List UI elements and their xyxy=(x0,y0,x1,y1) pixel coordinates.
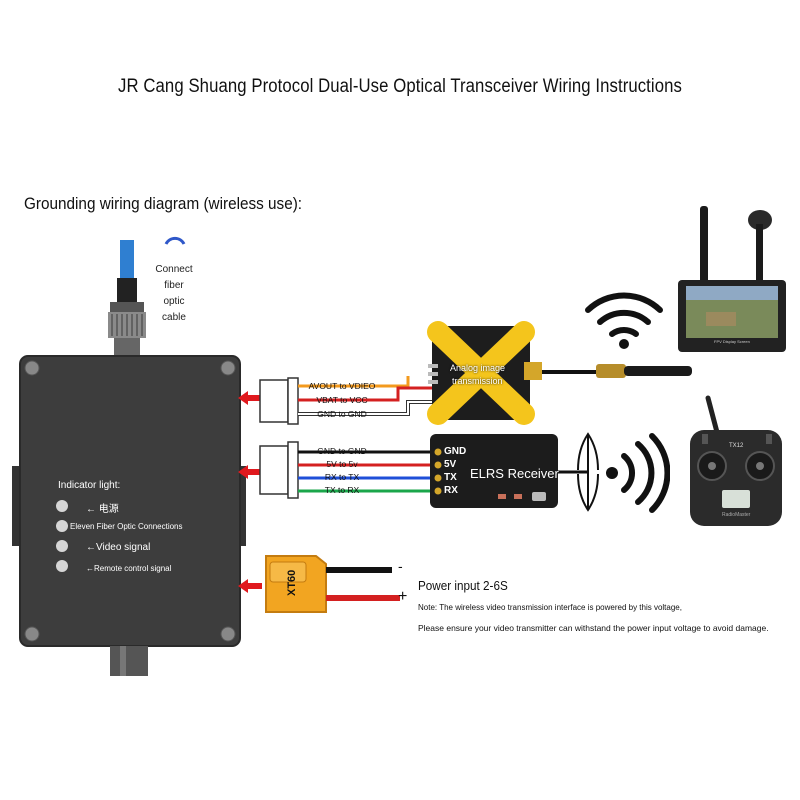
fiber-note-line-3: optic xyxy=(163,296,185,307)
fiber-note-line-1: Connect xyxy=(155,264,193,275)
power-label: Power input 2-6S xyxy=(418,578,508,593)
vtx-label-1: Analog image xyxy=(450,363,506,373)
video-connector-illustration xyxy=(259,376,436,425)
elrs-name: ELRS Receiver xyxy=(470,466,559,481)
arrow-left-control xyxy=(238,465,262,479)
indicator-led-video xyxy=(56,540,68,552)
rc-transmitter-illustration xyxy=(690,395,782,526)
housing-body xyxy=(19,355,241,647)
power-note-2: Please ensure your video transmitter can… xyxy=(418,623,769,633)
elrs-pin-tx: TX xyxy=(444,472,457,483)
transceiver-housing xyxy=(12,355,246,676)
fiber-note-line-4: cable xyxy=(162,312,186,323)
rc-model-label: TX12 xyxy=(729,443,744,449)
elrs-pin-gnd: GND xyxy=(444,446,467,457)
fiber-note-line-2: fiber xyxy=(164,280,184,291)
indicator-label-rc: ←Remote control signal xyxy=(86,564,172,573)
fiber-connector-illustration xyxy=(108,236,186,356)
power-note-1: Note: The wireless video transmission in… xyxy=(418,603,682,612)
rc-screen xyxy=(722,490,750,508)
indicator-label-video: ←Video signal xyxy=(86,542,151,553)
fiber-boot xyxy=(117,278,137,304)
arrow-left-power xyxy=(238,579,262,593)
indicator-label-fiber: Eleven Fiber Optic Connections xyxy=(70,522,183,531)
vtx-antenna xyxy=(624,366,692,376)
vtx-sma-connector xyxy=(524,362,542,380)
control-pin-rx: RX to TX xyxy=(324,472,360,482)
bottom-port xyxy=(110,646,148,676)
monitor-antenna-mushroom xyxy=(748,210,772,230)
video-pin-avout: AVOUT to VDIEO xyxy=(308,381,376,391)
vtx-antenna-base xyxy=(596,364,626,378)
page-title: JR Cang Shuang Protocol Dual-Use Optical… xyxy=(118,76,682,97)
control-pin-5v: 5V to 5v xyxy=(326,459,358,469)
video-pin-gnd: GND to GND xyxy=(317,409,367,419)
control-pin-tx: TX to RX xyxy=(324,485,360,495)
indicator-led-power xyxy=(56,500,68,512)
wire-gnd-video xyxy=(298,401,436,415)
indicator-title: Indicator light: xyxy=(58,480,121,491)
wire-vbat xyxy=(298,386,436,402)
control-connector-illustration xyxy=(259,441,436,499)
elrs-receiver-illustration xyxy=(430,432,599,512)
xt60-plus: + xyxy=(398,588,408,605)
control-pin-gnd: GND to GND xyxy=(317,446,367,456)
wire-avout xyxy=(298,376,410,388)
indicator-label-power: ← 电源 xyxy=(86,504,119,515)
xt60-minus: - xyxy=(398,558,403,574)
radio-signal-icon xyxy=(606,433,670,513)
fiber-loop-icon xyxy=(164,236,186,245)
fiber-port-base xyxy=(114,338,140,356)
elrs-pin-5v: 5V xyxy=(444,459,457,470)
analog-vtx-illustration xyxy=(427,321,692,425)
xt60-label: XT60 xyxy=(286,569,298,596)
fiber-nut xyxy=(110,302,144,312)
fpv-monitor-illustration xyxy=(678,206,786,352)
rc-brand-label: RadioMaster xyxy=(722,512,751,518)
vtx-label-2: transmission xyxy=(452,376,503,386)
fiber-cable-blue xyxy=(120,240,134,280)
elrs-pin-rx: RX xyxy=(444,485,458,496)
section-title: Grounding wiring diagram (wireless use): xyxy=(24,194,303,213)
elrs-board xyxy=(430,434,558,508)
arrow-left-video xyxy=(238,391,262,405)
video-pin-vbat: VBAT to VCC xyxy=(316,395,368,405)
indicator-led-fiber xyxy=(56,520,68,532)
xt60-connector-illustration xyxy=(265,555,400,613)
indicator-led-rc xyxy=(56,560,68,572)
wifi-icon xyxy=(585,292,663,349)
monitor-antenna-stick xyxy=(700,206,708,288)
monitor-caption: FPV Display Screen xyxy=(714,339,750,344)
